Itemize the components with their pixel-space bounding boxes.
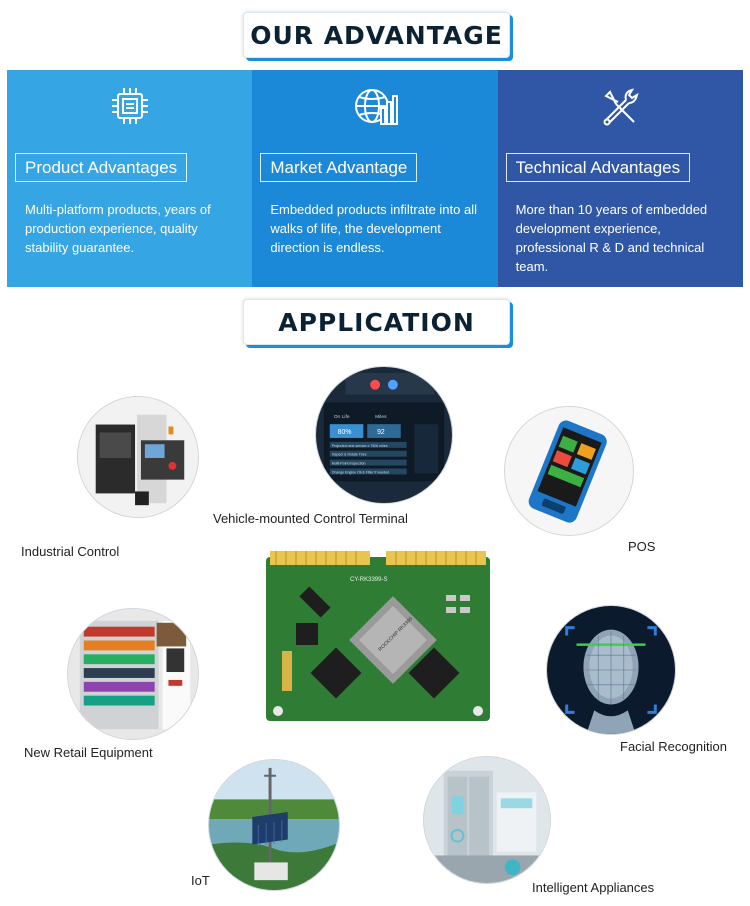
iot-label: IoT <box>191 873 210 888</box>
advantage-technical-description: More than 10 years of embedded developme… <box>515 202 708 274</box>
vehicle-terminal-image: On Life Miles 80% 92 Projected next serv… <box>315 366 453 504</box>
industrial-control-label: Industrial Control <box>21 544 120 559</box>
advantage-product: Product Advantages Multi-platform produc… <box>7 70 253 287</box>
dash-line1: On Life <box>334 414 350 420</box>
vehicle-terminal-label: Vehicle-mounted Control Terminal <box>213 511 408 526</box>
globe-chart-icon <box>351 82 399 130</box>
application-title: APPLICATION <box>278 307 475 337</box>
application-title-badge: APPLICATION <box>243 299 510 345</box>
advantage-market-title: Market Advantage <box>260 153 418 182</box>
iot-image <box>208 759 340 891</box>
facial-recognition-image <box>546 605 676 735</box>
application-diagram: Industrial Control On Life Miles 80% 92 … <box>0 355 750 906</box>
our-advantage-title: OUR ADVANTAGE <box>250 20 503 50</box>
advantage-technical: Technical Advantages More than 10 years … <box>497 70 743 287</box>
advantage-product-title: Product Advantages <box>15 153 188 182</box>
board-model-text: CY-RK3399-S <box>350 577 387 583</box>
tools-icon <box>596 82 644 130</box>
intelligent-appliances-label: Intelligent Appliances <box>532 880 655 895</box>
facial-recognition-label: Facial Recognition <box>620 739 727 754</box>
dash-r1: Projected next service ≥ 7500 miles <box>332 444 388 448</box>
advantage-product-description: Multi-platform products, years of produc… <box>25 202 211 255</box>
our-advantage-title-badge: OUR ADVANTAGE <box>243 12 510 58</box>
dash-r2: Inspect & Rotate Tires <box>332 453 367 457</box>
core-board-image: CY-RK3399-S ROCKCHIP RK3399 <box>266 551 490 721</box>
advantage-market: Market Advantage Embedded products infil… <box>252 70 498 287</box>
dash-r3: Multi-Point Inspection <box>332 462 366 466</box>
dash-r4: Change Engine Oil & Filter if needed <box>332 470 389 474</box>
chip-icon <box>106 82 154 130</box>
advantage-market-description: Embedded products infiltrate into all wa… <box>270 202 478 255</box>
pos-label: POS <box>628 539 656 554</box>
dash-pct: 80% <box>338 429 352 436</box>
retail-equipment-label: New Retail Equipment <box>24 745 153 760</box>
dash-num: 92 <box>377 429 385 436</box>
advantages-band: Product Advantages Multi-platform produc… <box>7 70 743 287</box>
intelligent-appliances-image <box>423 756 551 884</box>
pos-image <box>504 406 634 536</box>
advantage-technical-title: Technical Advantages <box>505 153 691 182</box>
dash-line2: Miles <box>375 414 387 420</box>
retail-equipment-image <box>67 608 199 740</box>
industrial-control-image <box>77 396 199 518</box>
